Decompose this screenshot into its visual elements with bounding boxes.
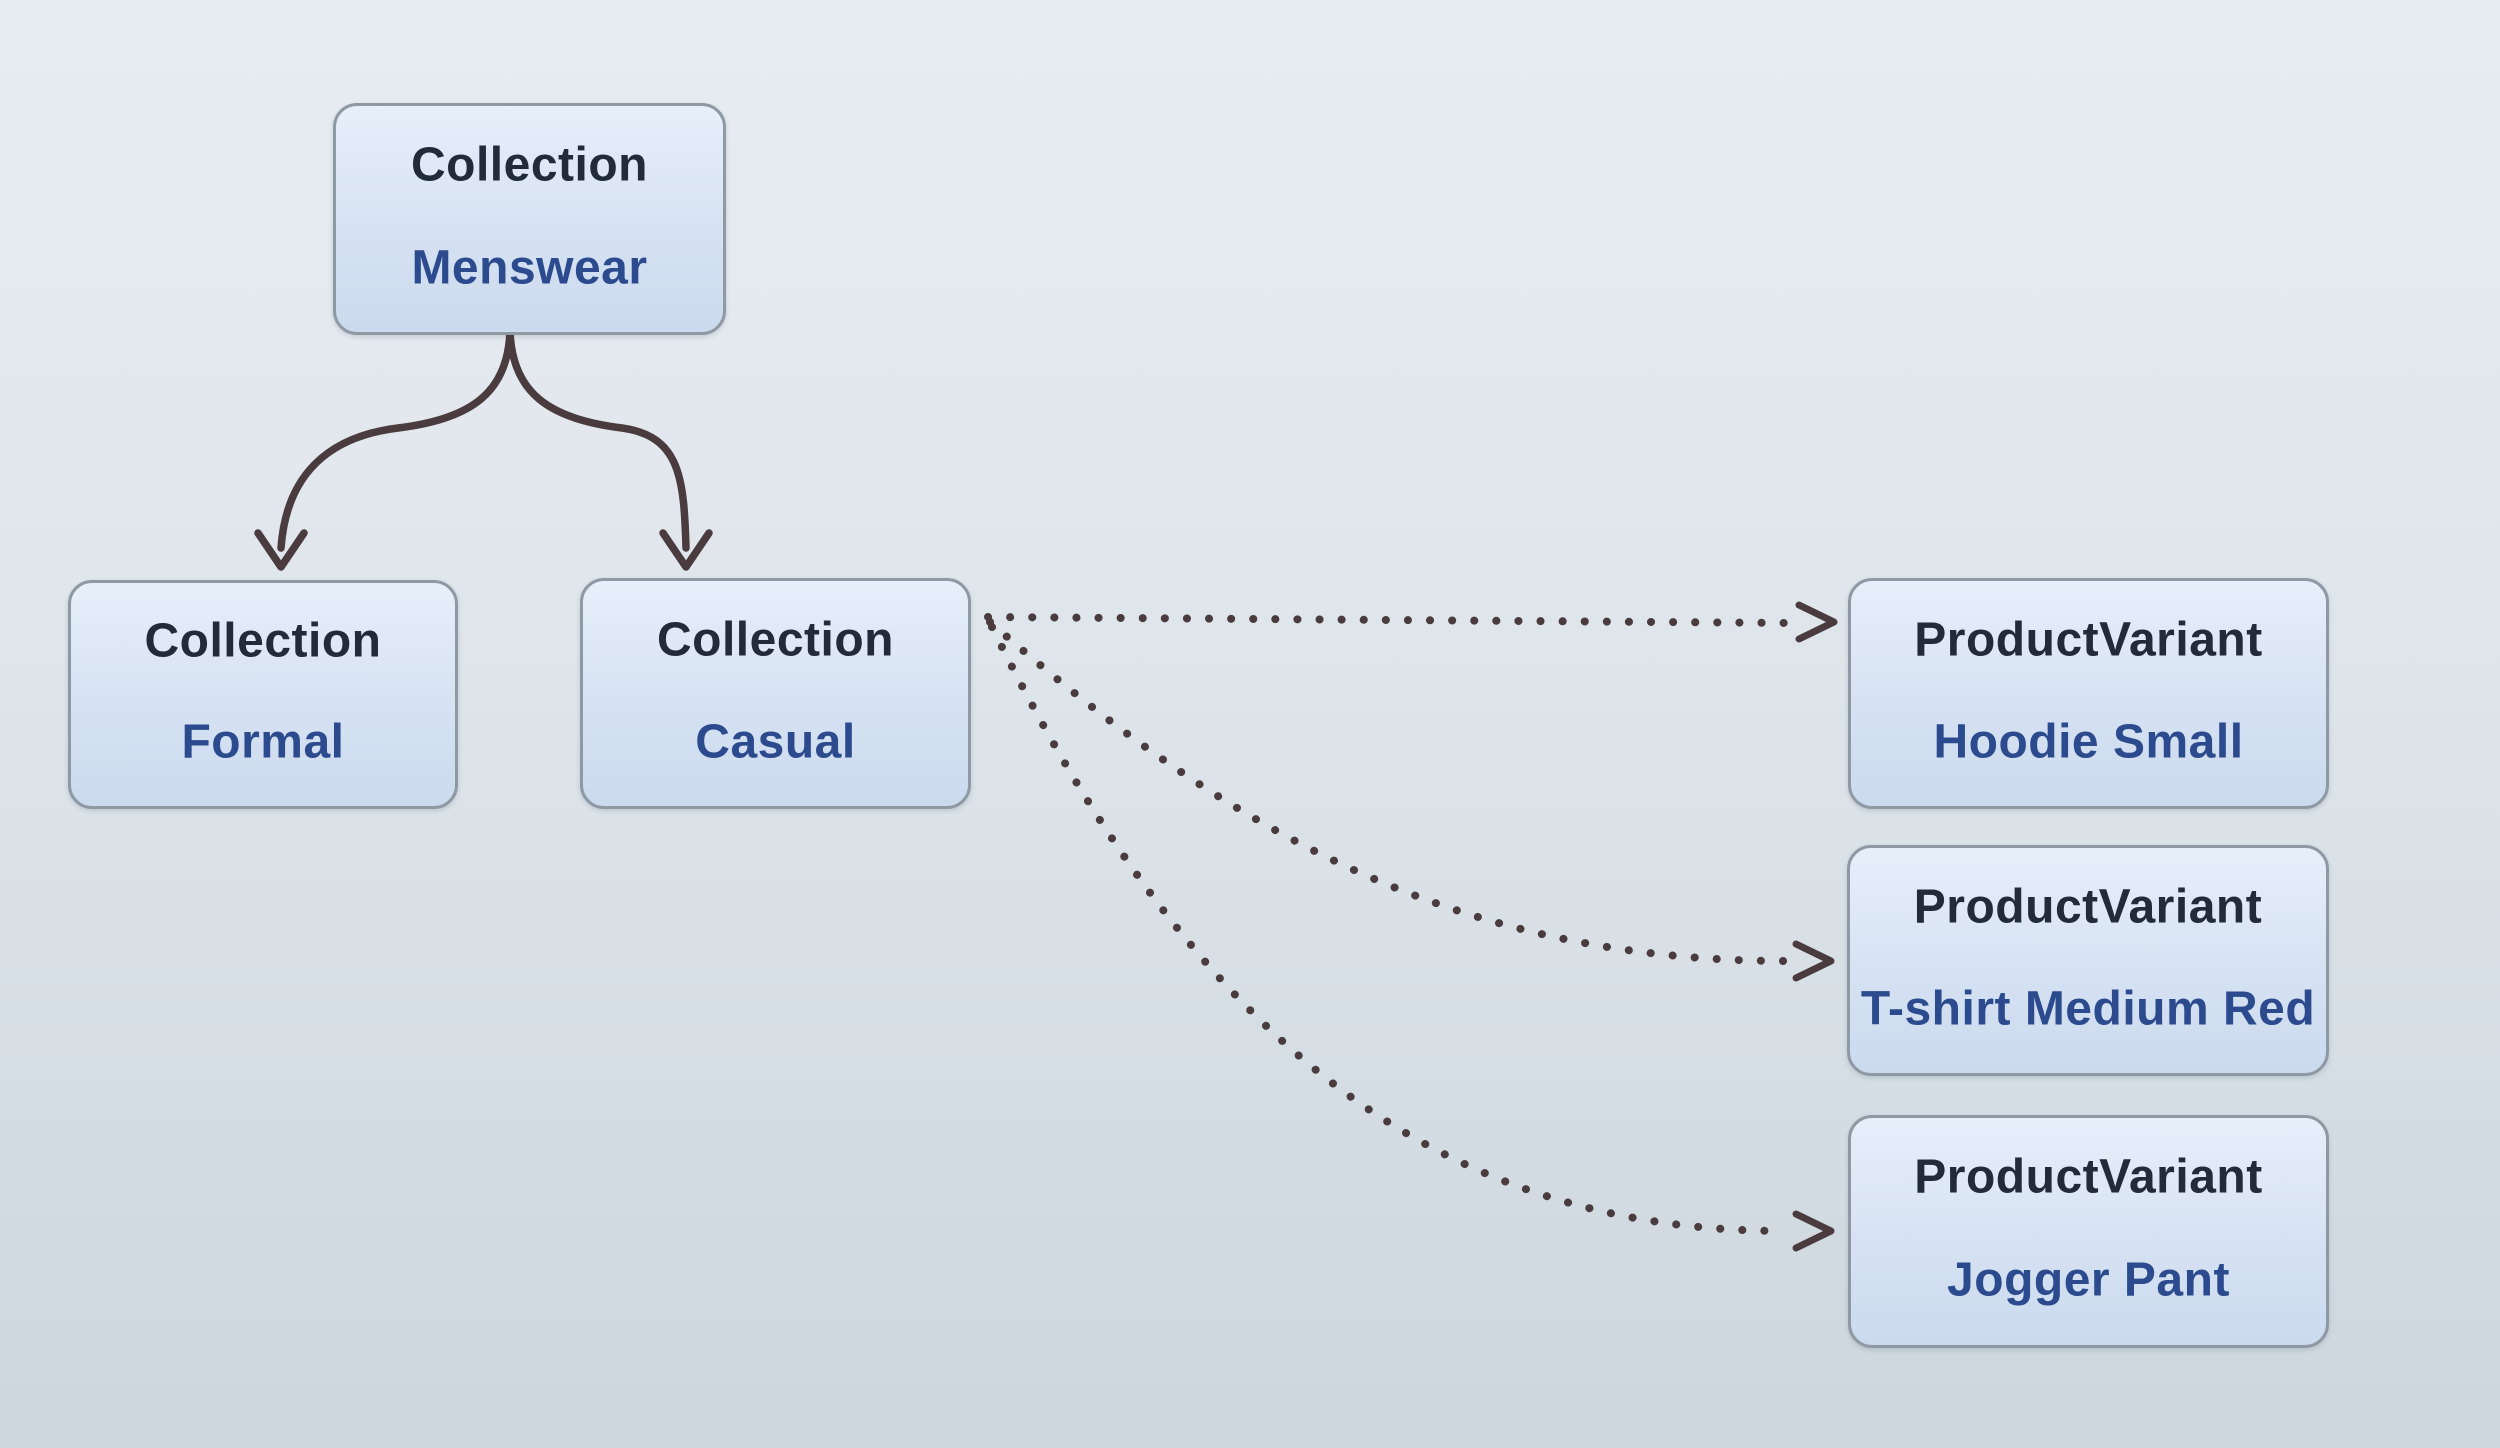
node-type-label: Collection: [410, 138, 648, 192]
node-collection-formal: Collection Formal: [68, 580, 458, 809]
node-collection-menswear: Collection Menswear: [333, 103, 726, 335]
node-type-label: ProductVariant: [1914, 1150, 2263, 1204]
edge-casual-hoodie-path: [984, 613, 1794, 627]
node-productvariant-hoodie-small: ProductVariant Hoodie Small: [1848, 578, 2329, 809]
node-type-label: Collection: [144, 614, 382, 668]
node-value-label: T-shirt Medium Red: [1860, 982, 2316, 1036]
node-value-label: Jogger Pant: [1947, 1253, 2230, 1307]
node-productvariant-jogger-pant: ProductVariant Jogger Pant: [1848, 1115, 2329, 1348]
edge-menswear-casual-path: [506, 327, 690, 552]
node-value-label: Menswear: [411, 241, 648, 295]
node-type-label: ProductVariant: [1913, 880, 2263, 933]
arrowhead-right-icon: [1792, 1210, 1835, 1252]
node-value-label: Hoodie Small: [1933, 715, 2244, 769]
edge-casual-tshirt-path: [986, 618, 1790, 965]
edge-menswear-formal-path: [277, 327, 514, 552]
node-collection-casual: Collection Casual: [580, 578, 971, 809]
node-value-label: Formal: [181, 715, 345, 769]
dotted-arrowheads-group: [1792, 601, 1838, 1252]
arrowhead-right-icon: [1792, 940, 1835, 982]
edges-group: [254, 327, 1838, 1252]
node-value-label: Casual: [695, 715, 856, 769]
node-productvariant-tshirt-medium-red: ProductVariant T-shirt Medium Red: [1847, 845, 2329, 1076]
node-type-label: ProductVariant: [1914, 613, 2263, 666]
arrowhead-down-icon: [254, 529, 308, 571]
edge-casual-jogger-path: [988, 623, 1788, 1235]
dotted-edges-group: [984, 613, 1794, 1235]
node-type-label: Collection: [656, 613, 894, 666]
arrowhead-right-icon: [1795, 601, 1838, 643]
arrowhead-down-icon: [659, 529, 713, 571]
